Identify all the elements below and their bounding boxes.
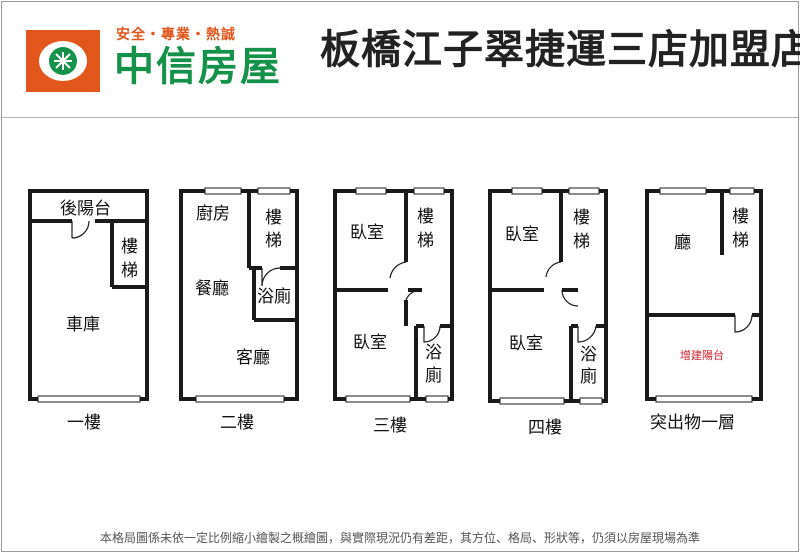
room-label-living: 客廳 (236, 348, 270, 368)
room-label-bathroom: 廁 (425, 365, 442, 386)
door-swing-rooftop (734, 314, 753, 333)
room-label-stair: 樓 (732, 207, 749, 227)
room-label-bedroom: 臥室 (350, 223, 384, 243)
logo-name: 中信房屋 (114, 44, 282, 90)
door-swing-2f (261, 267, 281, 287)
door-swing-4f-a (545, 261, 562, 278)
window-2f-living (195, 395, 285, 403)
floor-caption-3f: 三樓 (373, 416, 407, 436)
door-swing-4f-b (561, 289, 579, 307)
room-label-bedroom: 臥室 (509, 334, 543, 354)
window-1f (37, 395, 141, 403)
window-rooftop-stair (729, 187, 755, 195)
store-title: 板橋江子翠捷運三店加盟店 (320, 27, 800, 73)
room-label-stair: 樓 (417, 207, 434, 227)
room-label-bathroom: 廁 (580, 366, 597, 387)
logo-tagline: 安全・專業・熱誠 (116, 27, 236, 43)
room-label-dining: 餐廳 (195, 279, 229, 299)
door-swing-1f (71, 220, 90, 239)
room-label-stair: 樓 (121, 237, 138, 257)
door-swing-3f-c (423, 325, 441, 343)
floor-caption-2f: 二樓 (220, 413, 254, 433)
window-4f-stair (568, 187, 600, 195)
room-label-bedroom: 臥室 (353, 333, 387, 353)
door-swing-3f-b (405, 289, 423, 301)
door-swing-4f-c (577, 325, 597, 343)
door-swing-3f-a (389, 261, 407, 279)
room-label-bathroom: 浴廁 (257, 286, 291, 307)
floor-caption-rooftop: 突出物一層 (650, 413, 735, 433)
window-4f-bed (511, 187, 543, 195)
company-logo: 安全・專業・熱誠 中信房屋 (24, 22, 314, 98)
room-label-stair: 樓 (573, 208, 590, 228)
room-label-bedroom: 臥室 (505, 225, 539, 245)
room-label-stair: 梯 (417, 231, 434, 251)
room-label-stair: 梯 (573, 232, 590, 252)
window-3f-bath (425, 395, 449, 403)
window-rooftop-hall (659, 187, 707, 195)
room-label-stair: 梯 (265, 231, 282, 251)
window-3f-bed2 (345, 395, 411, 403)
room-label-bathroom: 浴 (425, 343, 442, 363)
logo-emblem-icon (26, 30, 100, 92)
window-3f-bed (355, 187, 387, 195)
room-label-kitchen: 廚房 (196, 203, 230, 224)
window-rooftop-balcony (655, 395, 753, 403)
window-4f-bath (579, 397, 603, 405)
window-2f-kitchen (204, 187, 242, 195)
disclaimer-note: 本格局圖係未依一定比例縮小繪製之概繪圖，與實際現況仍有差距，其方位、格局、形狀等… (99, 531, 700, 545)
room-label-garage: 車庫 (66, 315, 100, 335)
room-label-hall: 廳 (674, 233, 691, 253)
floor-caption-4f: 四樓 (528, 418, 562, 438)
window-4f-bed2 (499, 397, 565, 405)
window-2f-stair (257, 187, 291, 195)
room-label-rear-balcony: 後陽台 (60, 199, 111, 219)
room-label-stair: 樓 (265, 208, 282, 228)
room-label-stair: 梯 (732, 231, 749, 251)
header-divider (1, 117, 798, 118)
room-label-added-balcony: 增建陽台 (680, 348, 724, 362)
window-3f-stair (413, 187, 445, 195)
floor-caption-1f: 一樓 (67, 413, 101, 433)
room-label-bathroom: 浴 (580, 345, 597, 365)
room-label-stair: 梯 (121, 261, 138, 281)
